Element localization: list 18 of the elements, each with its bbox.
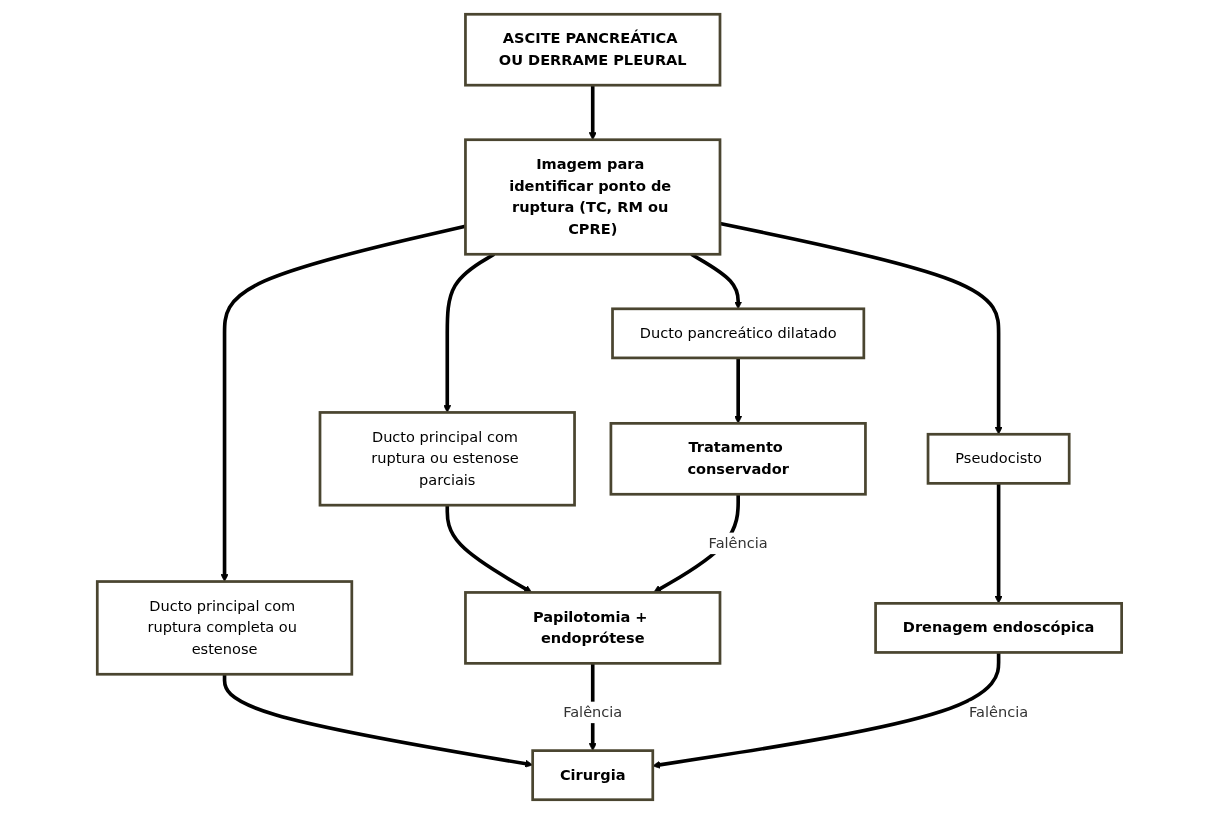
arrow — [734, 357, 743, 424]
node-box: Ducto pancreático dilatado — [611, 307, 866, 360]
node-box: Papilotomia + endoprótese — [464, 591, 722, 665]
arrow — [445, 505, 533, 593]
node-box: Imagem para identificar ponto de ruptura (TC, RM ou CPRE) — [464, 138, 722, 256]
node-box: Ducto principal com ruptura ou estenose parciais — [318, 411, 576, 507]
node-box: Drenagem endoscópica — [874, 602, 1124, 654]
edge-label: Falência — [563, 703, 623, 721]
arrow — [220, 224, 466, 582]
node-box: Tratamento conservador — [609, 422, 867, 496]
node-box: Pseudocisto — [926, 432, 1071, 485]
node-box: ASCITE PANCREÁTICA OU DERRAME PLEURAL — [464, 12, 722, 87]
node-box: Cirurgia — [531, 749, 655, 802]
arrow — [652, 652, 1001, 769]
edge-label: Falência — [969, 703, 1029, 721]
node-box: Ducto principal com ruptura completa ou estenose — [95, 580, 354, 676]
arrow — [994, 483, 1003, 604]
edge-label: Falência — [708, 534, 768, 552]
